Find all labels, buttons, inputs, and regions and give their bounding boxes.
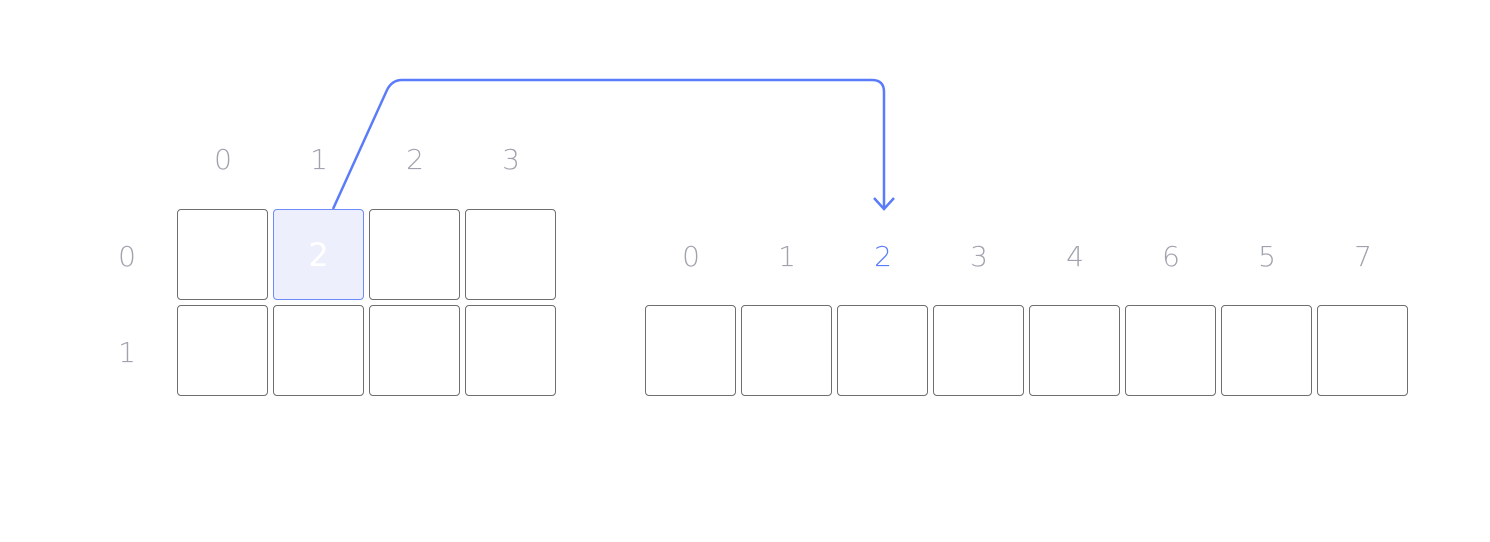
array-cell	[837, 305, 928, 396]
matrix-col-label: 2	[406, 143, 424, 176]
array-index-label: 7	[1354, 240, 1372, 273]
array-index-label: 2	[874, 240, 892, 273]
matrix-cell	[369, 305, 460, 396]
array-index-label: 6	[1162, 240, 1180, 273]
matrix-row-label: 1	[118, 336, 136, 369]
array-cell	[1317, 305, 1408, 396]
matrix-cell-highlighted: 2	[273, 209, 364, 300]
arrowhead-icon	[873, 197, 895, 211]
array-index-label: 4	[1066, 240, 1084, 273]
matrix-cell	[465, 209, 556, 300]
array-cell	[1221, 305, 1312, 396]
matrix-row-label: 0	[118, 240, 136, 273]
array-index-label: 5	[1258, 240, 1276, 273]
matrix-cell	[465, 305, 556, 396]
array-cell	[741, 305, 832, 396]
array-cell	[1029, 305, 1120, 396]
matrix-col-label: 0	[214, 143, 232, 176]
matrix-col-label: 1	[310, 143, 328, 176]
matrix-col-label: 3	[502, 143, 520, 176]
array-index-label: 0	[682, 240, 700, 273]
matrix-cell	[177, 209, 268, 300]
array-cell	[1125, 305, 1216, 396]
matrix-cell	[273, 305, 364, 396]
array-cell	[933, 305, 1024, 396]
array-cell	[645, 305, 736, 396]
array-index-label: 3	[970, 240, 988, 273]
matrix-cell	[177, 305, 268, 396]
matrix-cell	[369, 209, 460, 300]
array-index-label: 1	[778, 240, 796, 273]
